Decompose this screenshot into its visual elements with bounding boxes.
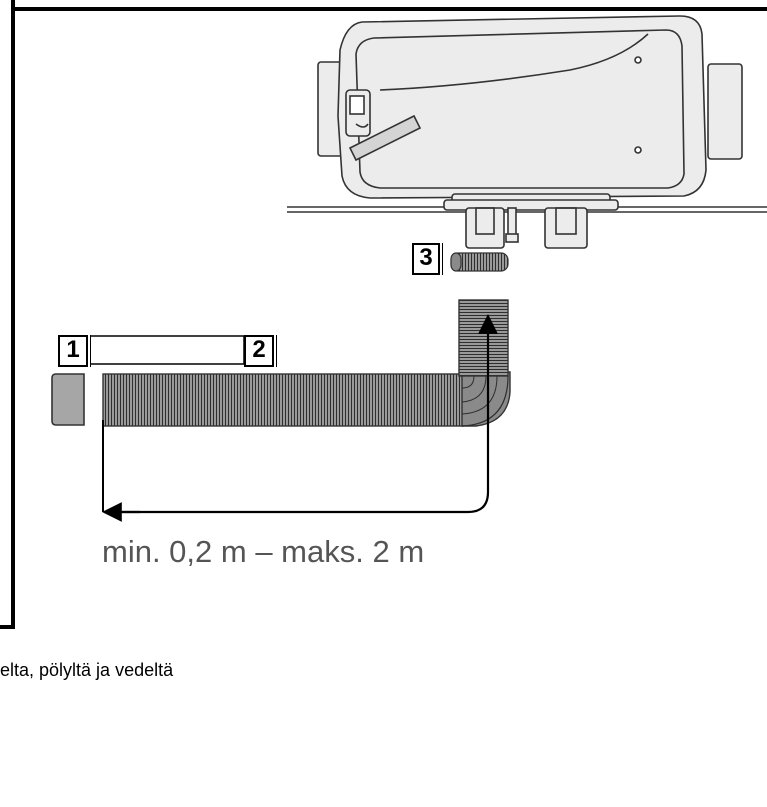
- heater-mount: [443, 193, 619, 249]
- flexible-hose: [102, 299, 511, 427]
- part-label-3: 3: [412, 243, 440, 275]
- length-arrow: [102, 314, 498, 522]
- end-cap: [51, 373, 85, 426]
- length-range-caption: min. 0,2 m – maks. 2 m: [102, 534, 425, 569]
- diagram-frame: [0, 0, 767, 629]
- footer-text: elta, pölyltä ja vedeltä: [0, 660, 174, 680]
- length-bracket: [87, 335, 245, 365]
- grille-insert: [450, 252, 509, 272]
- part-label-1: 1: [58, 335, 88, 367]
- part-label-2: 2: [244, 335, 274, 367]
- heater-unit: [317, 15, 743, 199]
